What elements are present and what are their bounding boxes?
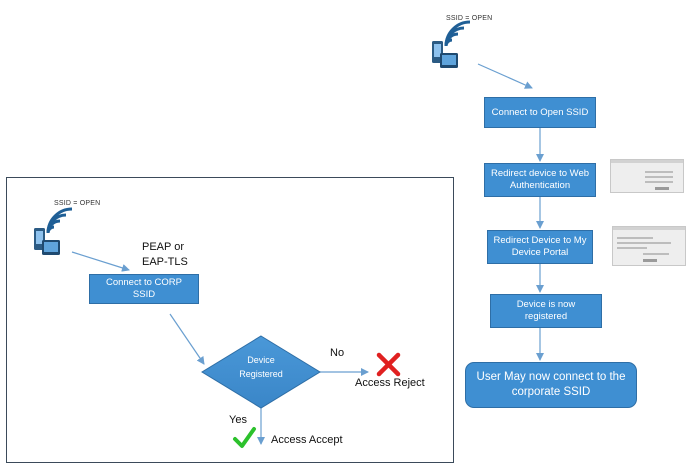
wifi-device-icon	[432, 20, 471, 68]
connect-corp-box: Connect to CORP SSID	[89, 274, 199, 304]
step-device-portal: Redirect Device to My Device Portal	[487, 230, 593, 264]
connector-icon-to-open	[477, 63, 533, 89]
decision-label: Device Registered	[239, 355, 283, 379]
connector-left-icon-to-corp	[71, 251, 130, 272]
step-registered: Device is now registered	[490, 294, 602, 328]
yes-label: Yes	[229, 414, 247, 426]
wifi-device-icon	[34, 207, 73, 255]
protocol-label: PEAP or EAP-TLS	[142, 241, 188, 268]
access-reject-label: Access Reject	[355, 377, 425, 389]
step-final: User May now connect to the corporate SS…	[465, 362, 637, 408]
corp-ssid-frame	[6, 177, 454, 463]
ssid-label-right: SSID = OPEN	[446, 15, 493, 22]
decision-diamond	[201, 335, 321, 409]
red-x-icon	[376, 352, 401, 377]
connector-corp-to-decision	[169, 313, 205, 365]
no-label: No	[330, 347, 345, 359]
step-connect-open: Connect to Open SSID	[484, 97, 596, 128]
step-web-auth: Redirect device to Web Authentication	[484, 163, 596, 197]
green-check-icon	[233, 427, 256, 448]
device-portal-thumbnail	[612, 226, 686, 266]
access-accept-label: Access Accept	[271, 434, 343, 446]
web-auth-thumbnail	[610, 159, 684, 193]
ssid-label-left: SSID = OPEN	[54, 200, 101, 207]
